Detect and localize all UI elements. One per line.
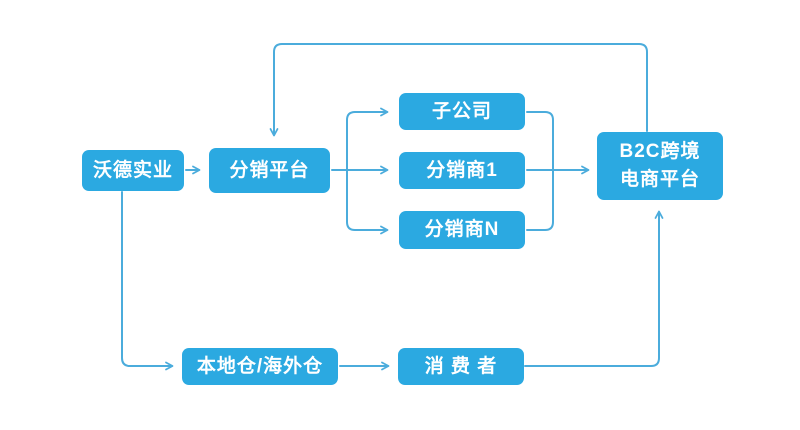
edge-distributorN-to-merge xyxy=(526,169,554,231)
node-subsidiary: 子公司 xyxy=(399,93,525,130)
edge-b2c-to-platform-loop xyxy=(269,43,648,137)
node-subsidiary-label: 子公司 xyxy=(431,100,492,122)
node-consumer-label: 消 费 者 xyxy=(424,355,498,377)
edge-consumer-to-b2c xyxy=(524,210,664,367)
edge-wode-to-warehouse xyxy=(121,191,174,371)
node-distributor-n-label: 分销商N xyxy=(424,219,500,241)
node-distribution-platform-label: 分销平台 xyxy=(229,159,310,181)
node-distributor-n: 分销商N xyxy=(399,211,525,249)
node-b2c-platform: B2C跨境 电商平台 xyxy=(597,132,723,200)
edge-platform-to-distributorN xyxy=(346,169,389,235)
node-warehouse-label: 本地仓/海外仓 xyxy=(196,355,324,377)
node-distributor-1: 分销商1 xyxy=(399,152,525,189)
node-b2c-platform-label: B2C跨境 电商平台 xyxy=(619,141,701,190)
node-wode-industry-label: 沃德实业 xyxy=(92,159,173,181)
edge-subsidiary-to-merge xyxy=(526,111,554,171)
node-wode-industry: 沃德实业 xyxy=(82,150,184,191)
node-warehouse: 本地仓/海外仓 xyxy=(182,348,338,385)
node-consumer: 消 费 者 xyxy=(398,348,524,385)
node-distribution-platform: 分销平台 xyxy=(209,148,330,193)
node-distributor-1-label: 分销商1 xyxy=(426,159,498,181)
edge-platform-to-subsidiary xyxy=(346,107,389,171)
